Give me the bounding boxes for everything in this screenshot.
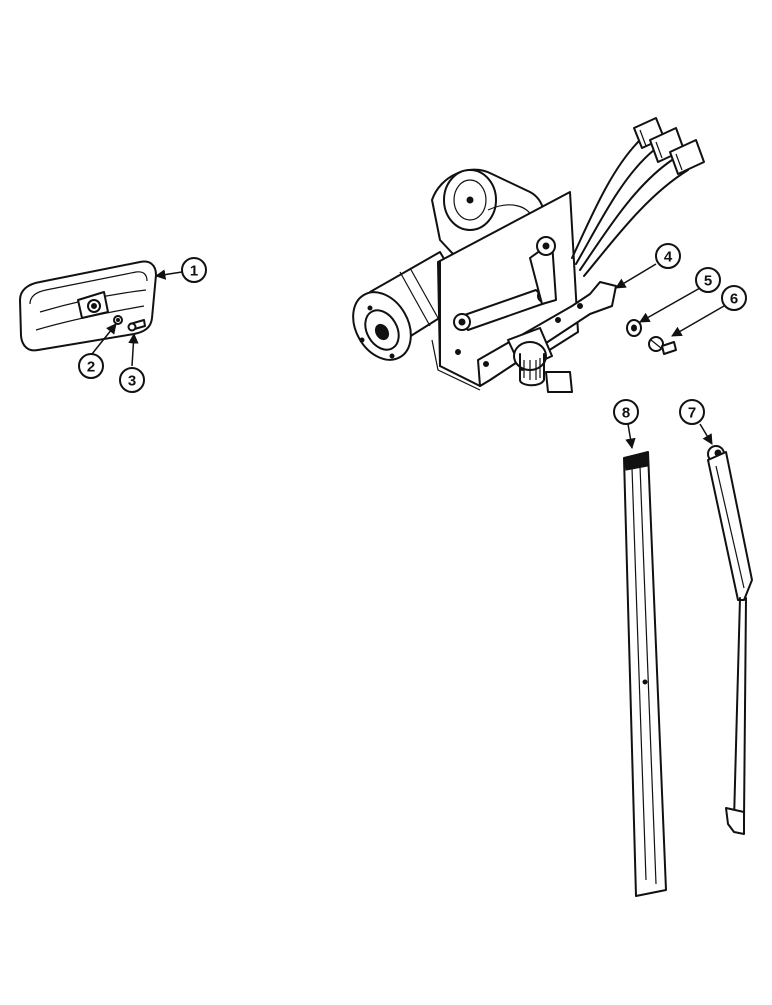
callout-3: 3 [119,367,145,393]
callout-8: 8 [613,399,639,425]
callout-7-label: 7 [688,405,696,422]
wiper-arm-illustration [707,445,753,835]
callout-6: 6 [721,285,747,311]
callout-2-label: 2 [87,359,95,376]
callout-6-label: 6 [730,291,738,308]
callout-5: 5 [695,267,721,293]
callout-3-label: 3 [128,373,136,390]
mirror-hardware-illustration [113,315,146,332]
callout-1: 1 [181,257,207,283]
wiper-motor-illustration [352,117,705,393]
callout-7: 7 [679,399,705,425]
leader-lines [91,263,725,450]
mirror-illustration [19,260,157,352]
motor-hardware-illustration [626,319,677,355]
callout-8-label: 8 [622,405,630,422]
callout-1-label: 1 [190,263,198,280]
callout-2: 2 [78,353,104,379]
callout-5-label: 5 [704,273,712,290]
callout-4-label: 4 [664,249,673,266]
callout-4: 4 [655,243,681,269]
wiper-blade-illustration [623,451,667,897]
